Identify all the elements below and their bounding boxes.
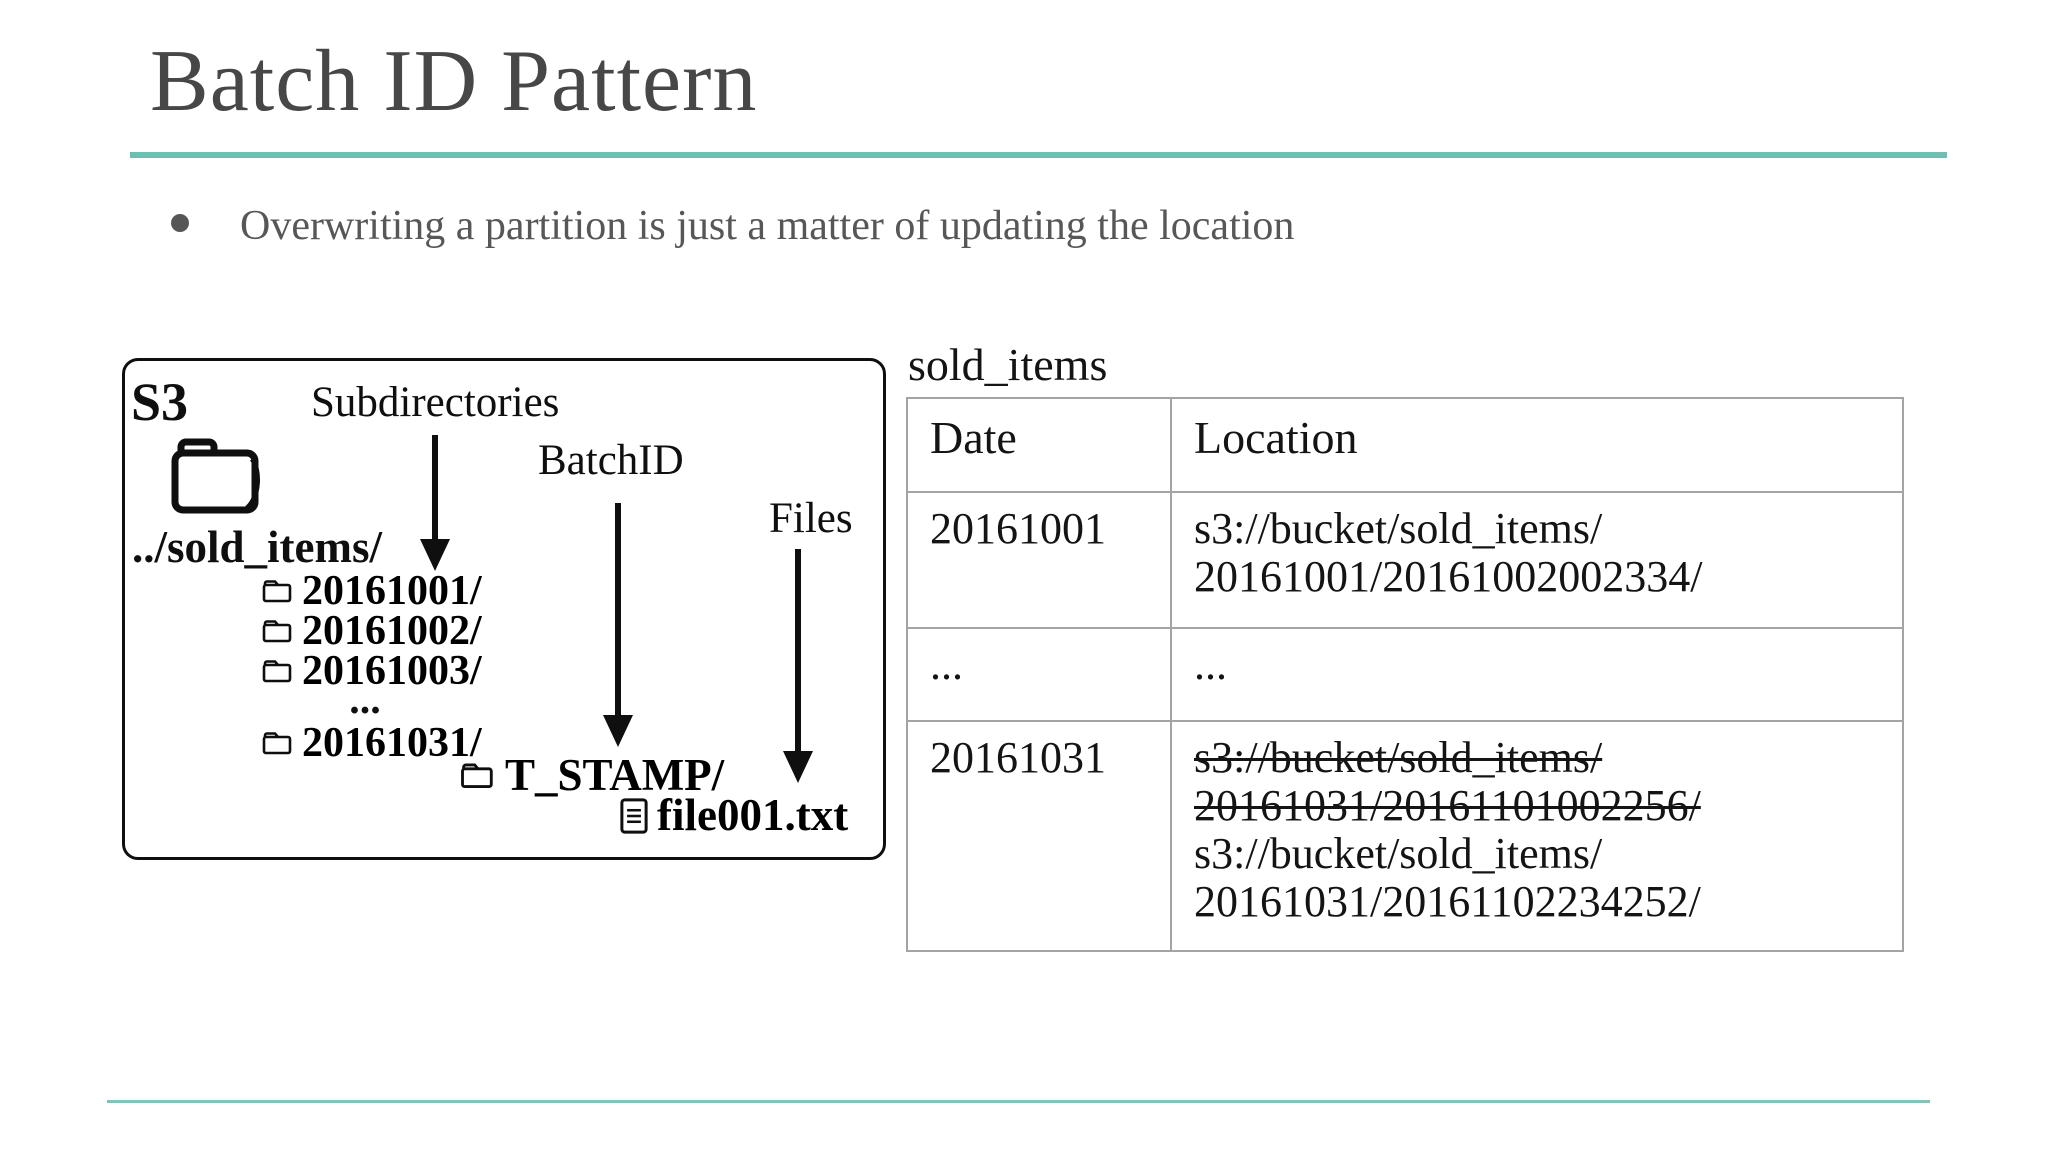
location-cell: s3://bucket/sold_items/ 20161001/2016100…	[1170, 491, 1904, 629]
folder-icon	[461, 763, 493, 789]
sold-items-table: Date Location 20161001 s3://bucket/sold_…	[906, 397, 1904, 952]
directory-entry-label: 20161002/	[302, 608, 482, 654]
files-arrow-icon	[783, 549, 813, 783]
location-line-strikethrough: 20161031/20161101002256/	[1194, 781, 1701, 830]
table-header-date: Date	[906, 397, 1172, 493]
location-line: s3://bucket/sold_items/	[1194, 504, 1603, 553]
s3-label: S3	[131, 372, 189, 432]
date-cell: 20161001	[906, 491, 1172, 629]
directory-entry: 20161003/	[261, 648, 482, 694]
location-cell: s3://bucket/sold_items/ 20161031/2016110…	[1170, 720, 1904, 952]
arrow-shaft	[795, 549, 801, 751]
location-cell: ...	[1170, 627, 1904, 722]
directory-entry-label: 20161001/	[302, 568, 482, 614]
batchid-label: BatchID	[538, 437, 684, 484]
location-line-strikethrough: s3://bucket/sold_items/	[1194, 733, 1603, 782]
folder-icon	[262, 620, 292, 643]
footer-divider-line	[107, 1100, 1930, 1103]
subdirectories-arrow-icon	[420, 435, 450, 571]
subdirectories-label: Subdirectories	[311, 379, 560, 426]
directory-entry-label: 20161003/	[302, 648, 482, 694]
document-icon	[620, 797, 648, 834]
arrow-shaft	[432, 435, 438, 539]
file-entry: file001.txt	[619, 793, 848, 838]
s3-directory-diagram: S3 Subdirectories BatchID Files ../sold_…	[122, 358, 886, 860]
table-title: sold_items	[908, 339, 1108, 390]
table-row: 20161031 s3://bucket/sold_items/ 2016103…	[906, 720, 1904, 952]
folder-icon	[262, 732, 292, 755]
table-header-location: Location	[1170, 397, 1904, 493]
date-cell: ...	[906, 627, 1172, 722]
page-title: Batch ID Pattern	[150, 33, 758, 130]
batchid-arrow-icon	[603, 503, 633, 747]
arrow-head	[783, 751, 813, 783]
folder-icon	[262, 660, 292, 683]
folder-icon	[262, 580, 292, 603]
location-line: ...	[1194, 640, 1227, 689]
directory-entry: 20161002/	[261, 608, 482, 654]
directory-entry-label: 20161031/	[302, 720, 482, 766]
table-header-row: Date Location	[906, 397, 1904, 493]
table-row: 20161001 s3://bucket/sold_items/ 2016100…	[906, 491, 1904, 629]
directory-entry: 20161001/	[261, 568, 482, 614]
tstamp-label: T_STAMP/	[505, 750, 725, 800]
folder-icon	[171, 438, 260, 514]
arrow-head	[420, 539, 450, 571]
bullet-text: Overwriting a partition is just a matter…	[240, 203, 1295, 249]
date-cell: 20161031	[906, 720, 1172, 952]
title-divider-line	[130, 152, 1947, 158]
location-line: s3://bucket/sold_items/	[1194, 829, 1603, 878]
bullet-point-icon	[171, 214, 189, 232]
directory-ellipsis: ...	[349, 677, 381, 723]
location-line: 20161001/20161002002334/	[1194, 552, 1703, 601]
file-label: file001.txt	[657, 790, 849, 840]
arrow-head	[603, 715, 633, 747]
table-row: ... ...	[906, 627, 1904, 722]
directory-entry: 20161031/	[261, 720, 482, 766]
location-line: 20161031/20161102234252/	[1194, 877, 1701, 926]
tstamp-entry: T_STAMP/	[459, 753, 724, 798]
arrow-shaft	[615, 503, 621, 715]
files-label: Files	[769, 495, 853, 542]
root-path-label: ../sold_items/	[132, 522, 383, 572]
